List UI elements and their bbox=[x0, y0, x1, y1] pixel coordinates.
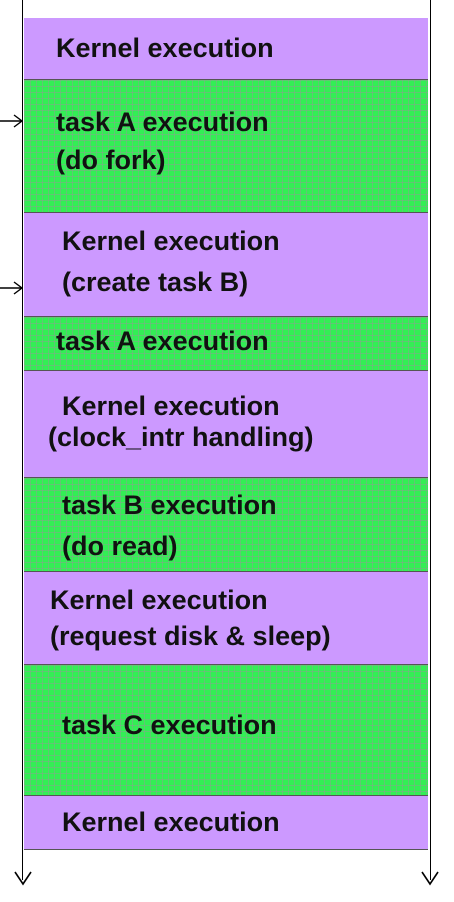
right-down-arrow-icon bbox=[421, 871, 439, 886]
block-label: Kernel execution bbox=[62, 226, 280, 256]
block-label: Kernel execution bbox=[56, 33, 274, 63]
block-task-a-fork: task A execution (do fork) bbox=[24, 80, 428, 213]
create-task-entry-arrow-icon bbox=[0, 281, 24, 295]
block-task-a: task A execution bbox=[24, 317, 428, 371]
block-kernel-request-disk: Kernel execution (request disk & sleep) bbox=[24, 572, 428, 665]
block-label: task B execution bbox=[62, 490, 277, 520]
block-sublabel: (request disk & sleep) bbox=[50, 621, 331, 651]
left-timeline-line bbox=[22, 0, 23, 880]
block-label: task A execution bbox=[56, 326, 269, 356]
block-sublabel: (do read) bbox=[62, 531, 178, 561]
block-label: Kernel execution bbox=[62, 391, 280, 421]
block-kernel-create-task-b: Kernel execution (create task B) bbox=[24, 213, 428, 317]
block-label: Kernel execution bbox=[50, 585, 268, 615]
block-kernel-final: Kernel execution bbox=[24, 796, 428, 850]
block-label: Kernel execution bbox=[62, 807, 280, 837]
block-sublabel: (do fork) bbox=[56, 145, 166, 175]
block-task-b-read: task B execution (do read) bbox=[24, 478, 428, 572]
block-kernel-1: Kernel execution bbox=[24, 18, 428, 80]
fork-entry-arrow-icon bbox=[0, 114, 24, 128]
block-sublabel: (clock_intr handling) bbox=[48, 422, 314, 452]
block-label: task C execution bbox=[62, 710, 277, 740]
right-timeline-line bbox=[430, 0, 431, 880]
block-kernel-clock-intr: Kernel execution (clock_intr handling) bbox=[24, 371, 428, 478]
block-task-c: task C execution bbox=[24, 665, 428, 796]
left-down-arrow-icon bbox=[14, 871, 32, 886]
block-label: task A execution bbox=[56, 107, 269, 137]
block-sublabel: (create task B) bbox=[62, 267, 249, 297]
